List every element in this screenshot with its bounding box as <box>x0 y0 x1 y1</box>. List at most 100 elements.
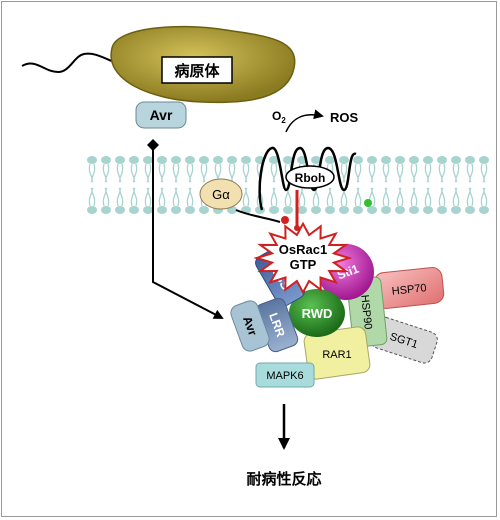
hsp90-label: HSP90 <box>358 294 374 330</box>
lipid-tails <box>396 163 404 207</box>
lipid-head-inner <box>115 206 125 214</box>
galpha-label: Gα <box>212 187 230 202</box>
lipid-tails <box>340 163 348 207</box>
lipid-head-inner <box>409 206 419 214</box>
lipid-head-inner <box>465 206 475 214</box>
lipid-tails <box>172 163 180 207</box>
lipid-head-outer <box>367 156 377 164</box>
lipid-tails <box>466 163 474 207</box>
lipid-head-outer <box>171 156 181 164</box>
lipid-tails <box>88 163 96 207</box>
lipid-head-outer <box>479 156 489 164</box>
lipid-tails <box>354 163 362 207</box>
hsp70-label: HSP70 <box>391 282 427 298</box>
lipid-head-outer <box>451 156 461 164</box>
lipid-head-inner <box>199 206 209 214</box>
lipid-head-outer <box>185 156 195 164</box>
lipid-head-outer <box>437 156 447 164</box>
lipid-head-inner <box>171 206 181 214</box>
lipid-head-outer <box>381 156 391 164</box>
lipid-tails <box>200 163 208 207</box>
rwd-label: RWD <box>302 306 333 321</box>
pathogen-label: 病原体 <box>174 62 220 80</box>
green-dot <box>364 199 372 207</box>
lipid-tails <box>144 163 152 207</box>
lipid-head-outer <box>339 156 349 164</box>
lipid-head-inner <box>101 206 111 214</box>
pathogen: 病原体 <box>21 25 296 104</box>
rboh-tail <box>235 209 281 223</box>
mapk6-label: MAPK6 <box>266 370 303 382</box>
lipid-head-inner <box>451 206 461 214</box>
rboh-label: Rboh <box>295 171 326 185</box>
lipid-tails <box>438 163 446 207</box>
lipid-head-outer <box>311 156 321 164</box>
mapk6-node <box>255 362 315 388</box>
lipid-tails <box>158 163 166 207</box>
lipid-tails <box>242 163 250 207</box>
lipid-head-outer <box>213 156 223 164</box>
cell-membrane <box>87 156 489 214</box>
lipid-head-outer <box>129 156 139 164</box>
lipid-head-outer <box>409 156 419 164</box>
lipid-head-inner <box>479 206 489 214</box>
lipid-tails <box>452 163 460 207</box>
lipid-tails <box>382 163 390 207</box>
avr-diamond <box>147 139 159 151</box>
lipid-tails <box>186 163 194 207</box>
lipid-head-inner <box>283 206 293 214</box>
o2-label: O2 <box>272 109 286 125</box>
lipid-head-outer <box>283 156 293 164</box>
lipid-head-inner <box>87 206 97 214</box>
lipid-head-outer <box>157 156 167 164</box>
lipid-head-inner <box>269 206 279 214</box>
lipid-head-inner <box>423 206 433 214</box>
lipid-head-outer <box>143 156 153 164</box>
lipid-head-inner <box>325 206 335 214</box>
red-dot-left <box>281 216 289 224</box>
lipid-head-inner <box>353 206 363 214</box>
lipid-head-inner <box>297 206 307 214</box>
lipid-head-outer <box>325 156 335 164</box>
lipid-head-outer <box>199 156 209 164</box>
lipid-head-inner <box>339 206 349 214</box>
lipid-head-outer <box>353 156 363 164</box>
rboh-node <box>285 165 335 189</box>
avr-top-label: Avr <box>150 107 173 123</box>
lipid-tails <box>368 163 376 207</box>
lipid-tails <box>102 163 110 207</box>
lipid-tails <box>116 163 124 207</box>
lipid-head-inner <box>157 206 167 214</box>
rwd-node <box>289 289 345 337</box>
avr-complex-label: Avr <box>240 314 260 337</box>
lipid-tails <box>228 163 236 207</box>
lipid-tails <box>214 163 222 207</box>
lipid-head-outer <box>227 156 237 164</box>
rar1-label: RAR1 <box>322 349 351 361</box>
pathogen-label-box <box>161 56 233 84</box>
lipid-head-inner <box>129 206 139 214</box>
osrac1-label-line1: OsRac1 <box>279 242 327 257</box>
red-dot-right <box>294 225 300 231</box>
lipid-head-outer <box>101 156 111 164</box>
lipid-head-outer <box>423 156 433 164</box>
avr-recognition-arrow <box>152 148 224 319</box>
avr-complex-node <box>230 300 270 352</box>
osrac1-burst <box>253 221 353 295</box>
lipid-tails <box>270 163 278 207</box>
response-label: 耐病性反応 <box>246 470 321 488</box>
lipid-head-outer <box>269 156 279 164</box>
lipid-head-inner <box>381 206 391 214</box>
lipid-head-inner <box>367 206 377 214</box>
osrac1-label-line2: GTP <box>290 257 317 272</box>
o2-ros-arrow <box>285 109 324 133</box>
avr-top-box <box>135 101 187 129</box>
lipid-head-inner <box>395 206 405 214</box>
ros-label: ROS <box>330 110 359 125</box>
lipid-tails <box>130 163 138 207</box>
lipid-head-inner <box>311 206 321 214</box>
lipid-head-inner <box>143 206 153 214</box>
lipid-tails <box>410 163 418 207</box>
